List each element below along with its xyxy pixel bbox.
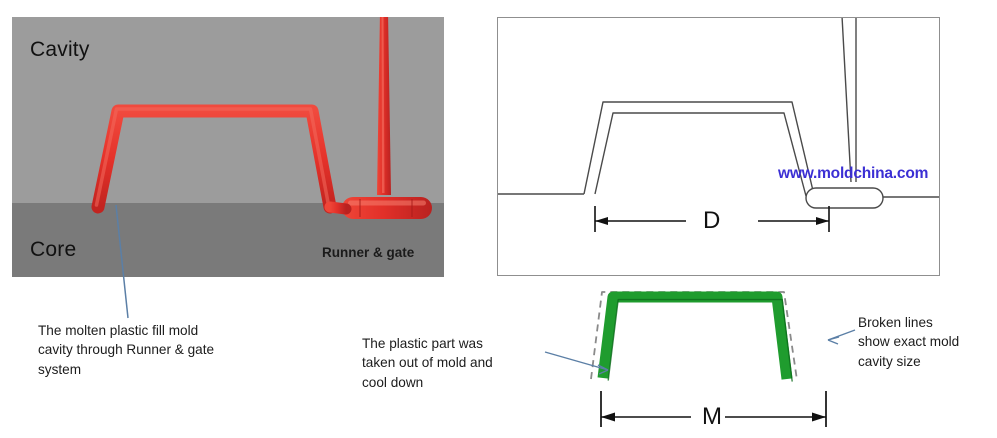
- mold-outline-frame: [497, 17, 940, 276]
- caption-molten-plastic: The molten plastic fill mold cavity thro…: [38, 323, 215, 377]
- molded-part-graphic: [590, 291, 827, 427]
- mold-outline-graphic: [498, 18, 939, 233]
- watermark-url: www.moldchina.com: [778, 165, 929, 182]
- runner-gate-label: Runner & gate: [322, 245, 415, 260]
- cavity-outer-outline: [583, 101, 816, 196]
- dimension-m-graphic: [600, 391, 827, 427]
- runner-highlight: [348, 200, 426, 206]
- gate-stub: [324, 201, 352, 215]
- dimension-d-label: D: [703, 207, 721, 234]
- sprue-highlight: [381, 17, 385, 193]
- part-green-inner-edge: [607, 298, 793, 382]
- mold-cross-section-panel: Cavity Core: [12, 17, 444, 277]
- cavity-label: Cavity: [30, 38, 90, 61]
- dimension-d-graphic: [594, 206, 831, 233]
- broken-cavity-outline: [590, 291, 798, 381]
- core-label: Core: [30, 238, 77, 261]
- sprue-outline-left: [841, 18, 853, 183]
- cavity-inner-outline: [594, 112, 808, 197]
- runner-outline: [805, 187, 885, 210]
- sprue-outline-right: [855, 18, 858, 183]
- plastic-part-outline: [91, 104, 337, 214]
- runner-bar: [342, 197, 432, 219]
- part-green-wall: [597, 291, 793, 380]
- caption-plastic-part: The plastic part was taken out of mold a…: [362, 336, 493, 390]
- dimension-m-label: M: [702, 403, 722, 430]
- plastic-part-highlight: [94, 107, 331, 207]
- caption-broken-lines: Broken lines show exact mold cavity size: [858, 315, 960, 369]
- molten-plastic-graphic: [91, 17, 432, 219]
